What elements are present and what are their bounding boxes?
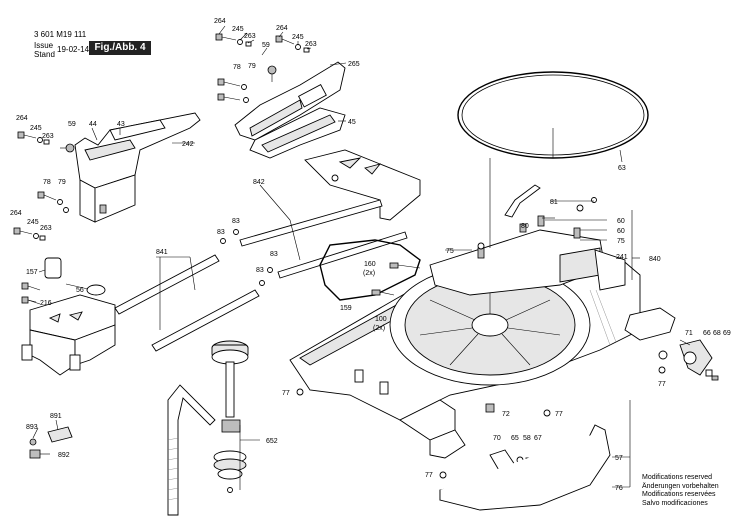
callout-79: 79: [248, 63, 256, 70]
turntable-base: [289, 229, 676, 459]
callout-263: 263: [42, 133, 54, 140]
modifications-fr: Modifications reservées: [642, 491, 716, 498]
callout-265: 265: [348, 61, 360, 68]
callout-57: 57: [615, 455, 623, 462]
callout-100: 100: [375, 316, 387, 323]
callout-83: 83: [256, 267, 264, 274]
callout-78: 78: [43, 179, 51, 186]
callout-77: 77: [555, 411, 563, 418]
callout-841: 841: [156, 249, 168, 256]
lock-lever-parts: [29, 426, 73, 459]
callout-63: 63: [618, 165, 626, 172]
callout-67: 67: [534, 435, 542, 442]
callout-264: 264: [10, 210, 22, 217]
callout-65: 65: [511, 435, 519, 442]
screw-set-right: [477, 197, 597, 259]
upper-fence-assembly: [234, 61, 346, 159]
callout-70: 70: [493, 435, 501, 442]
modifications-de: Änderungen vorbehalten: [642, 482, 719, 490]
callout-77: 77: [658, 381, 666, 388]
callout-263: 263: [40, 225, 52, 232]
callout-245: 245: [27, 219, 39, 226]
callout-242: 242: [182, 141, 194, 148]
callout-labels: 264 245 263 59 264 245 263 78 79 265 45 …: [10, 18, 731, 492]
modifications-notice: Modifications reserved Änderungen vorbeh…: [642, 474, 719, 508]
screw-set-bottom: [296, 366, 666, 479]
modifications-es: Salvo modificaciones: [642, 499, 708, 507]
callout-245: 245: [232, 26, 244, 33]
issue-label: Issue: [34, 41, 54, 50]
callout-81: 81: [550, 199, 558, 206]
callout-160: 160: [364, 261, 376, 268]
callout-44: 44: [89, 121, 97, 128]
callout-77: 77: [425, 472, 433, 479]
callout-83: 83: [217, 229, 225, 236]
callout-66: 66: [703, 330, 711, 337]
callout-2x: (2x): [363, 270, 375, 277]
screw-set-top: [215, 33, 310, 103]
stand-label: Stand: [34, 50, 55, 59]
callout-78: 78: [233, 64, 241, 71]
callout-893: 893: [26, 424, 38, 431]
callout-43: 43: [117, 121, 125, 128]
callout-840: 840: [649, 256, 661, 263]
callout-263: 263: [305, 41, 317, 48]
callout-60: 60: [617, 218, 625, 225]
callout-58: 58: [523, 435, 531, 442]
callout-68: 68: [713, 330, 721, 337]
callout-69: 69: [723, 330, 731, 337]
callout-245: 245: [292, 34, 304, 41]
modifications-en: Modifications reserved: [642, 474, 713, 481]
callout-892: 892: [58, 452, 70, 459]
figure-label: Fig./Abb. 4: [89, 41, 151, 55]
callout-2x: (2x): [373, 325, 385, 332]
callout-56: 56: [76, 287, 84, 294]
callout-264: 264: [214, 18, 226, 25]
callout-216: 216: [40, 300, 52, 307]
callout-83: 83: [232, 218, 240, 225]
callout-891: 891: [50, 413, 62, 420]
callout-45: 45: [348, 119, 356, 126]
callout-72: 72: [502, 411, 510, 418]
document-number: 3 601 M19 111: [34, 30, 87, 39]
left-fence-assembly: [60, 112, 201, 223]
callout-75: 75: [446, 248, 454, 255]
callout-59: 59: [68, 121, 76, 128]
callout-59: 59: [262, 42, 270, 49]
callout-71: 71: [685, 330, 693, 337]
rails: [114, 199, 408, 352]
callout-263: 263: [244, 33, 256, 40]
table-insert-plate: [304, 149, 421, 221]
leader-lines: [27, 25, 691, 490]
callout-159: 159: [340, 305, 352, 312]
callout-76: 76: [615, 485, 623, 492]
callout-842: 842: [253, 179, 265, 186]
callout-241: 241: [616, 254, 628, 261]
miter-lock-parts: [439, 339, 719, 511]
callout-83: 83: [270, 251, 278, 258]
callout-245: 245: [30, 125, 42, 132]
clamp-bracket: [319, 239, 421, 301]
callout-264: 264: [16, 115, 28, 122]
callout-79: 79: [58, 179, 66, 186]
hex-key: [504, 184, 541, 218]
hold-down-clamp: [167, 340, 249, 516]
callout-77: 77: [282, 390, 290, 397]
callout-157: 157: [26, 269, 38, 276]
screw-set-left: [13, 131, 69, 241]
callout-60: 60: [617, 228, 625, 235]
callout-75: 75: [617, 238, 625, 245]
callout-264: 264: [276, 25, 288, 32]
left-table-extension: [21, 257, 116, 376]
callout-80: 80: [521, 223, 529, 230]
callout-652: 652: [266, 438, 278, 445]
issue-date: 19-02-14: [57, 45, 90, 54]
